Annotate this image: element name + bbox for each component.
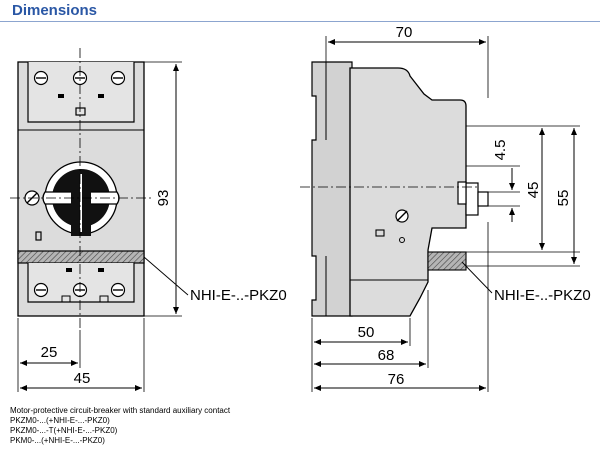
front-height-dimension: 93 xyxy=(155,190,172,207)
side-view: 70 4.5 45 55 NHI-E-..-PKZ0 50 68 76 xyxy=(300,24,591,392)
side-aux-contact xyxy=(427,251,467,271)
dimension-drawing: 93 NHI-E-..-PKZ0 25 45 xyxy=(10,24,591,392)
front-aux-contact xyxy=(17,250,145,264)
header-rule xyxy=(0,21,600,22)
front-bottom-screws xyxy=(33,282,126,298)
front-view: 93 NHI-E-..-PKZ0 25 45 xyxy=(10,48,287,392)
side-module-label: NHI-E-..-PKZ0 xyxy=(494,287,591,304)
caption-line: PKM0-...(+NHI-E-...-PKZ0) xyxy=(10,436,105,445)
side-housing xyxy=(349,67,467,317)
front-terminal-dimension: 25 xyxy=(41,344,58,361)
side-rail-dimension: 45 xyxy=(525,182,542,199)
section-title: Dimensions xyxy=(12,2,98,19)
side-depth-b-dimension: 68 xyxy=(378,347,395,364)
caption-line: PKZM0-...-T(+NHI-E-...-PKZ0) xyxy=(10,426,118,435)
front-width-dimension: 45 xyxy=(74,370,91,387)
side-offset-dimension: 4.5 xyxy=(492,140,509,161)
side-base-plate xyxy=(311,61,353,317)
section-header: Dimensions xyxy=(0,0,600,24)
caption-line: PKZM0-...(+NHI-E-...-PKZ0) xyxy=(10,416,110,425)
side-depth-total-dimension: 76 xyxy=(388,371,405,388)
caption-line: Motor-protective circuit-breaker with st… xyxy=(10,406,231,415)
rotary-knob xyxy=(42,161,120,236)
side-depth-a-dimension: 50 xyxy=(358,324,375,341)
drawing-caption: Motor-protective circuit-breaker with st… xyxy=(10,406,230,446)
front-module-label: NHI-E-..-PKZ0 xyxy=(190,287,287,304)
side-depth-top-dimension: 70 xyxy=(396,24,413,41)
side-height-dimension: 55 xyxy=(555,190,572,207)
